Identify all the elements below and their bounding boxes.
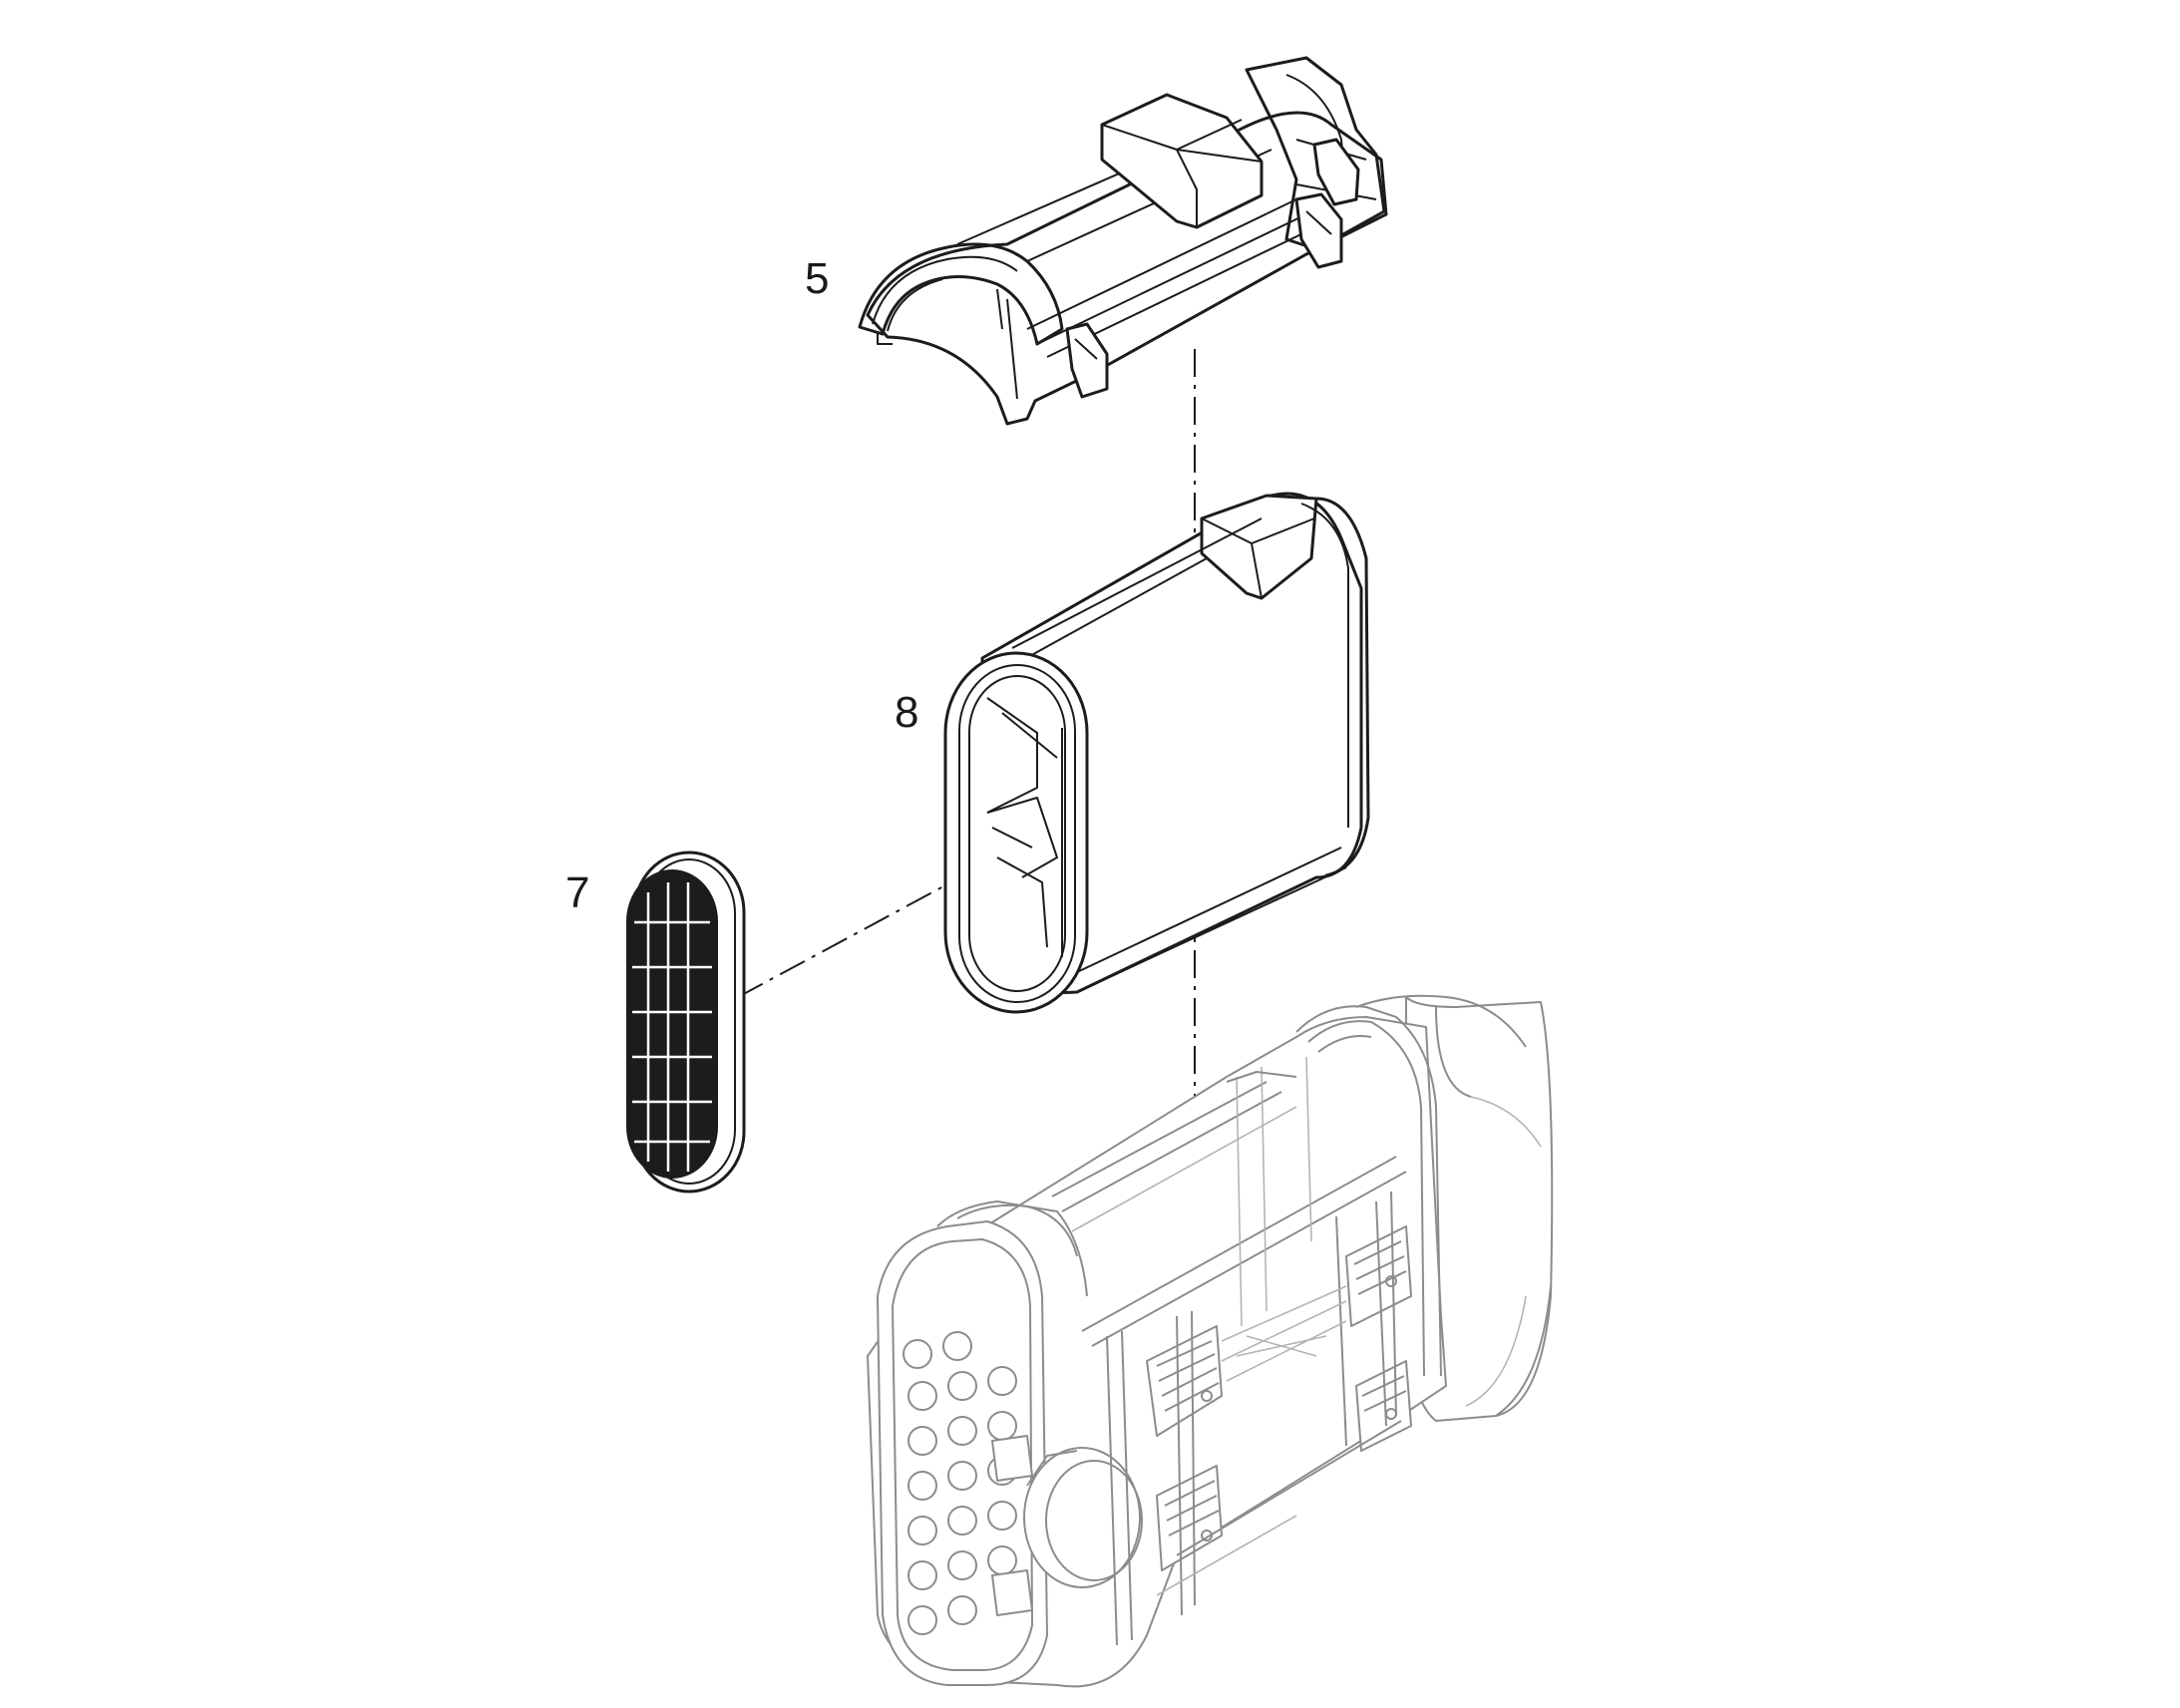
callout-part-7: 7 — [565, 868, 590, 917]
callout-part-5: 5 — [805, 254, 830, 303]
callout-part-8: 8 — [895, 688, 919, 737]
housing-clamps — [1106, 1191, 1412, 1646]
part-7-prefilter-screen — [626, 851, 746, 1194]
air-filter-housing — [867, 994, 1554, 1688]
part-8-filter-element — [943, 492, 1370, 1014]
part-5-top-cover — [858, 56, 1388, 426]
inlet-grille-holes — [903, 1331, 1017, 1635]
